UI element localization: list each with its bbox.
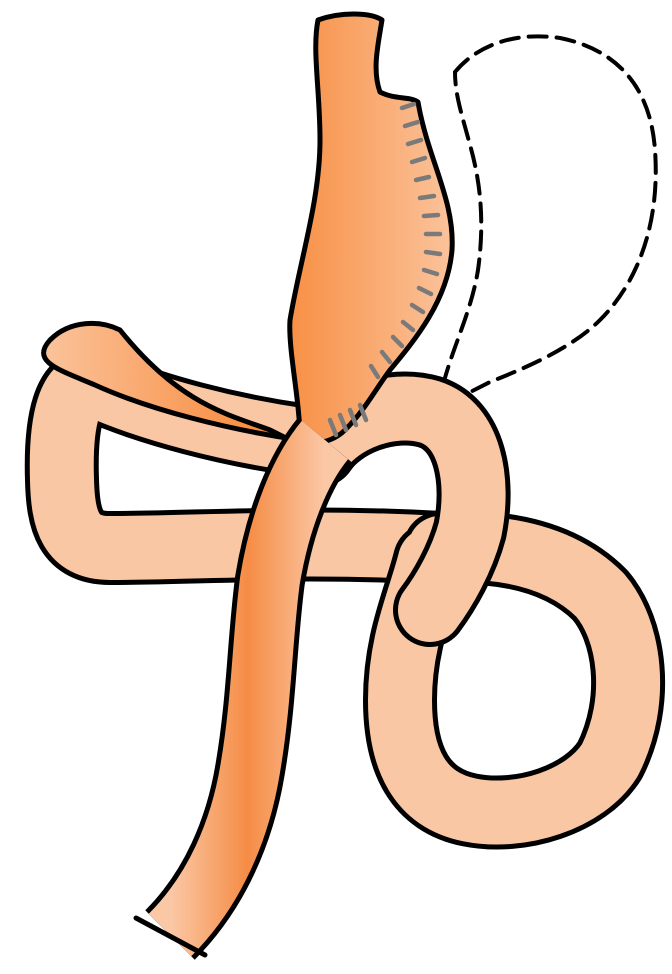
removed-stomach-outline — [438, 36, 656, 410]
